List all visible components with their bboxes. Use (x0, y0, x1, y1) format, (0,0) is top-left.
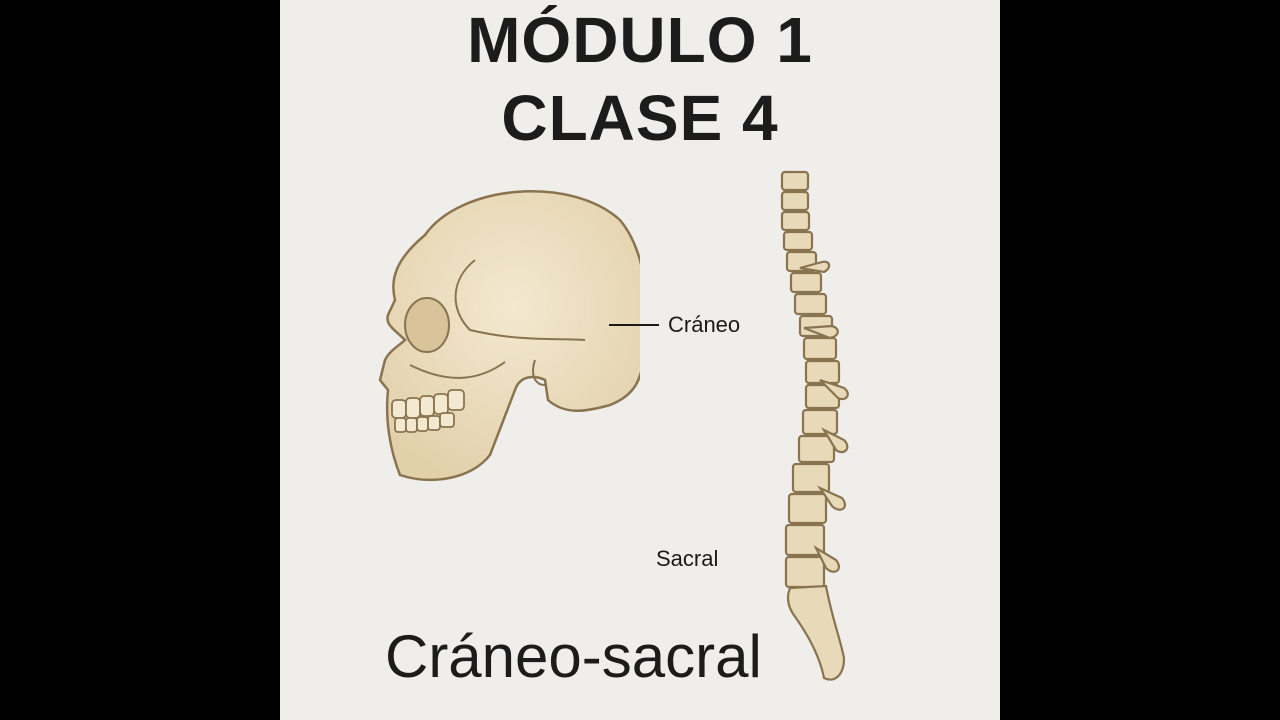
label-sacral: Sacral (656, 546, 719, 571)
topic-title: Cráneo-sacral (385, 623, 762, 690)
spine-illustration (780, 170, 849, 681)
label-craneo: Cráneo (668, 312, 741, 337)
craneo-leader-line (609, 324, 659, 326)
module-title: MÓDULO 1 (467, 4, 813, 76)
poster: MÓDULO 1 CLASE 4 Cráneo (280, 0, 1000, 720)
class-title: CLASE 4 (501, 82, 779, 154)
skull-illustration (378, 190, 640, 481)
